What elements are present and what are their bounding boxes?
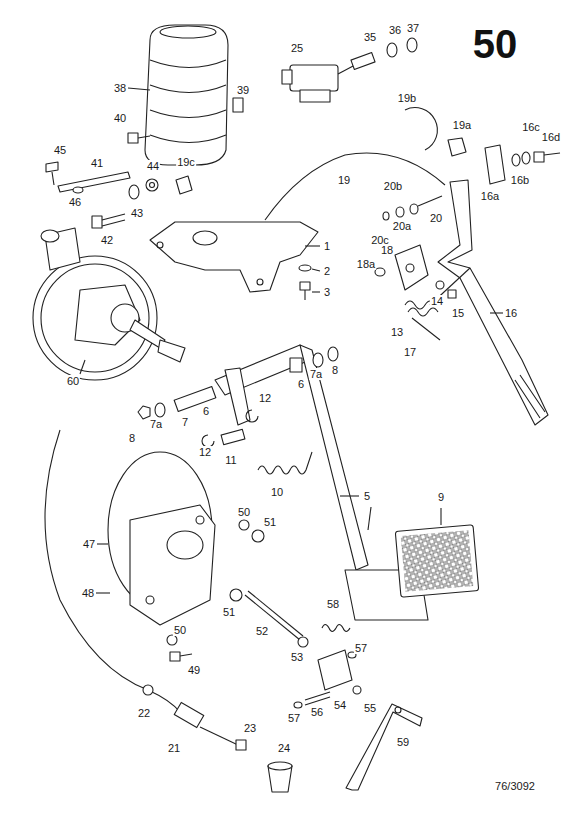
callout-number: 1 [323, 240, 331, 252]
callout-number: 55 [363, 702, 377, 714]
accelerator-cable [265, 153, 445, 220]
callout-number: 14 [430, 295, 444, 307]
callout-number: 45 [53, 144, 67, 156]
pedal-ribs [515, 375, 545, 418]
linkage [294, 625, 422, 791]
callout-number: 19 [337, 174, 351, 186]
bush [448, 138, 466, 156]
callout-number: 22 [137, 707, 151, 719]
callout-number: 43 [130, 207, 144, 219]
callout-number: 9 [437, 491, 445, 503]
callout-number: 11 [224, 454, 237, 466]
callout-number: 7a [149, 418, 163, 430]
callout-number: 18 [380, 244, 394, 256]
callout-number: 3 [323, 286, 331, 298]
callout-number: 37 [406, 22, 420, 34]
reservoir [145, 25, 228, 165]
callout-number: 60 [66, 375, 80, 387]
callout-number: 51 [222, 606, 236, 618]
pedal-stop [375, 245, 470, 340]
callout-number: 6 [202, 405, 210, 417]
callout-number: 49 [187, 664, 201, 676]
callout-number: 16a [480, 190, 500, 202]
callout-number: 40 [113, 112, 127, 124]
callout-number: 54 [333, 699, 347, 711]
callout-number: 52 [255, 625, 269, 637]
page-number: 50 [473, 24, 518, 64]
callout-number: 19b [397, 92, 417, 104]
callout-number: 47 [82, 538, 96, 550]
brake-servo [33, 228, 185, 380]
callout-number: 24 [277, 742, 291, 754]
callout-number: 16d [541, 131, 561, 143]
callout-number: 25 [290, 42, 304, 54]
brake-servo-rhd [108, 452, 303, 661]
accelerator-pedal [438, 180, 548, 425]
callout-number: 8 [331, 364, 339, 376]
callout-number: 48 [81, 587, 95, 599]
callout-number: 44 [146, 160, 160, 172]
callout-number: 56 [310, 706, 324, 718]
callout-number: 12 [198, 446, 212, 458]
callout-number: 58 [326, 598, 340, 610]
pivot-parts [383, 145, 560, 220]
callout-number: 59 [396, 736, 410, 748]
callout-number: 7a [309, 368, 323, 380]
callout-number: 18a [356, 258, 376, 270]
callout-number: 2 [323, 265, 331, 277]
callout-number: 15 [451, 307, 465, 319]
cable-clip [405, 108, 437, 150]
drawing-number: 76/3092 [494, 780, 536, 792]
fasteners [46, 133, 192, 228]
pedal-bracket [150, 222, 318, 300]
callout-number: 16c [521, 121, 541, 133]
callout-number: 57 [287, 712, 301, 724]
cable-end [143, 685, 292, 792]
callout-number: 8 [128, 432, 136, 444]
callout-number: 46 [68, 196, 82, 208]
callout-number: 20b [383, 180, 403, 192]
callout-number: 12 [258, 392, 272, 404]
callout-number: 38 [113, 82, 127, 94]
callout-number: 10 [270, 486, 284, 498]
callout-number: 50 [237, 506, 251, 518]
callout-number: 50 [173, 624, 187, 636]
callout-number: 35 [363, 31, 377, 43]
callout-number: 20 [429, 212, 443, 224]
callout-number: 23 [243, 722, 257, 734]
callout-number: 7 [181, 416, 189, 428]
callout-number: 17 [403, 346, 417, 358]
callout-number: 41 [90, 157, 104, 169]
cable [45, 430, 180, 712]
callout-number: 51 [263, 516, 277, 528]
callout-number: 57 [354, 642, 368, 654]
callout-number: 39 [236, 84, 250, 96]
callout-number: 19c [176, 156, 196, 168]
callout-number: 16b [510, 174, 530, 186]
callout-number: 5 [363, 490, 371, 502]
callout-number: 20a [392, 220, 412, 232]
callout-number: 16 [504, 307, 518, 319]
callout-number: 21 [167, 742, 181, 754]
callout-number: 6 [297, 378, 305, 390]
leader-lines [80, 88, 503, 593]
clip [233, 98, 243, 112]
callout-number: 19a [452, 119, 472, 131]
callout-number: 53 [290, 651, 304, 663]
callout-number: 13 [390, 326, 404, 338]
callout-number: 42 [100, 234, 114, 246]
callout-number: 36 [388, 24, 402, 36]
